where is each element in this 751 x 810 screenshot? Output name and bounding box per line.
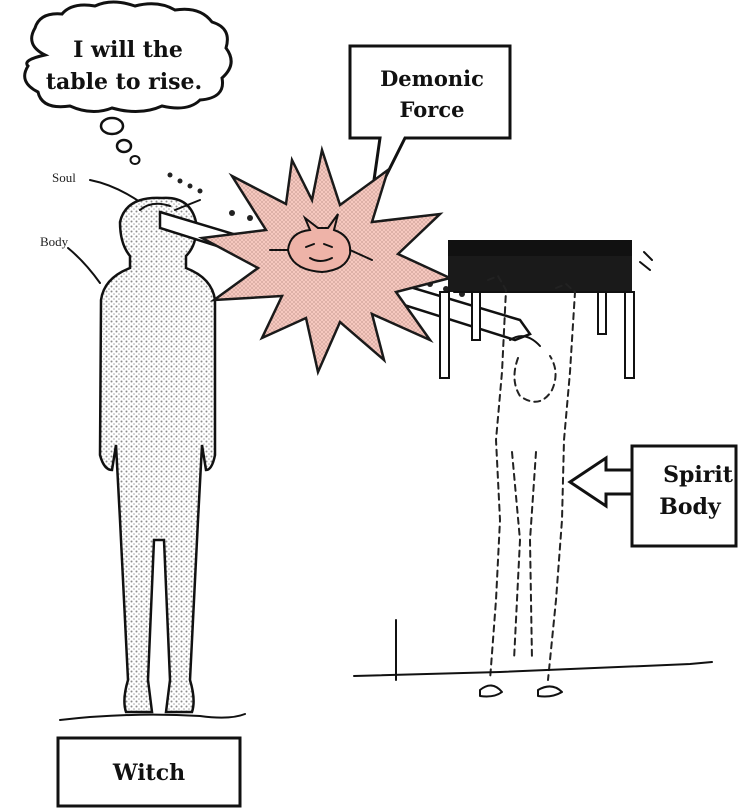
demonic-force-line-1: Demonic [380,66,484,91]
table-icon [440,240,652,378]
spirit-body-line-2: Body [659,494,722,520]
thought-line-2: table to rise. [46,69,202,95]
body-pointer [68,248,100,283]
demonic-force-line-2: Force [400,97,465,122]
thought-line-1: I will the [73,37,183,63]
spirit-body-line-1: Spirit [663,462,734,488]
witch-label-box: Witch [58,738,240,806]
soul-label: Soul [52,170,76,185]
thought-bubble: I will the table to rise. [25,2,231,164]
body-label: Body [40,234,69,249]
spirit-body-callout: Spirit Body [570,446,736,546]
arrow-left-icon [570,458,632,506]
demonic-starburst [202,150,450,372]
soul-pointer [90,180,140,202]
witch-label: Witch [112,760,185,786]
witch-figure [60,198,245,720]
